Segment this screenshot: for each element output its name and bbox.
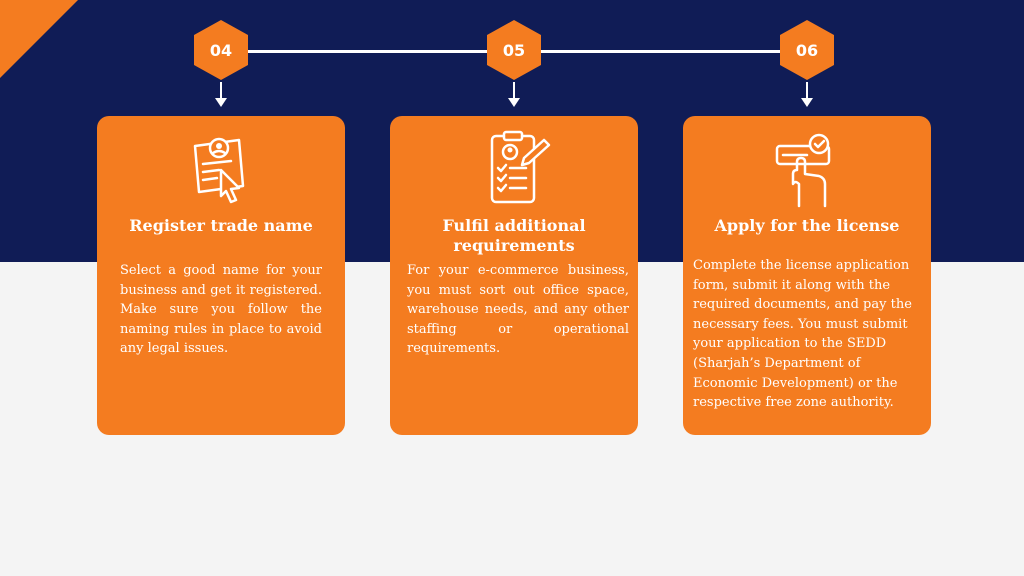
step-description: For your e-commerce business, you must s… [407, 263, 629, 357]
step-number: 06 [795, 40, 819, 60]
step-number: 04 [209, 40, 233, 60]
arrow-down-icon [801, 82, 813, 107]
step-description: Select a good name for your business and… [120, 263, 322, 357]
timeline-connector [540, 50, 780, 53]
step-card: Apply for the license Complete the licen… [683, 116, 931, 435]
step-card: Register trade name Select a good name f… [97, 116, 345, 435]
clipboard-checklist-icon [490, 130, 551, 204]
approved-application-hand-icon [775, 133, 831, 208]
step-number-badge: 05 [487, 20, 541, 80]
form-pointer-icon [193, 137, 245, 204]
corner-accent [0, 0, 78, 78]
arrow-down-icon [215, 82, 227, 107]
step-number-badge: 04 [194, 20, 248, 80]
step-number: 05 [502, 40, 526, 60]
step-title: Register trade name [129, 216, 313, 235]
step-number-badge: 06 [780, 20, 834, 80]
step-card: Fulfil additional requirements For your … [390, 116, 638, 435]
step-title: Apply for the license [714, 216, 900, 235]
arrow-down-icon [508, 82, 520, 107]
timeline-connector [248, 50, 488, 53]
step-title: Fulfil additional requirements [442, 216, 586, 255]
step-description: Complete the license application form, s… [693, 258, 912, 411]
